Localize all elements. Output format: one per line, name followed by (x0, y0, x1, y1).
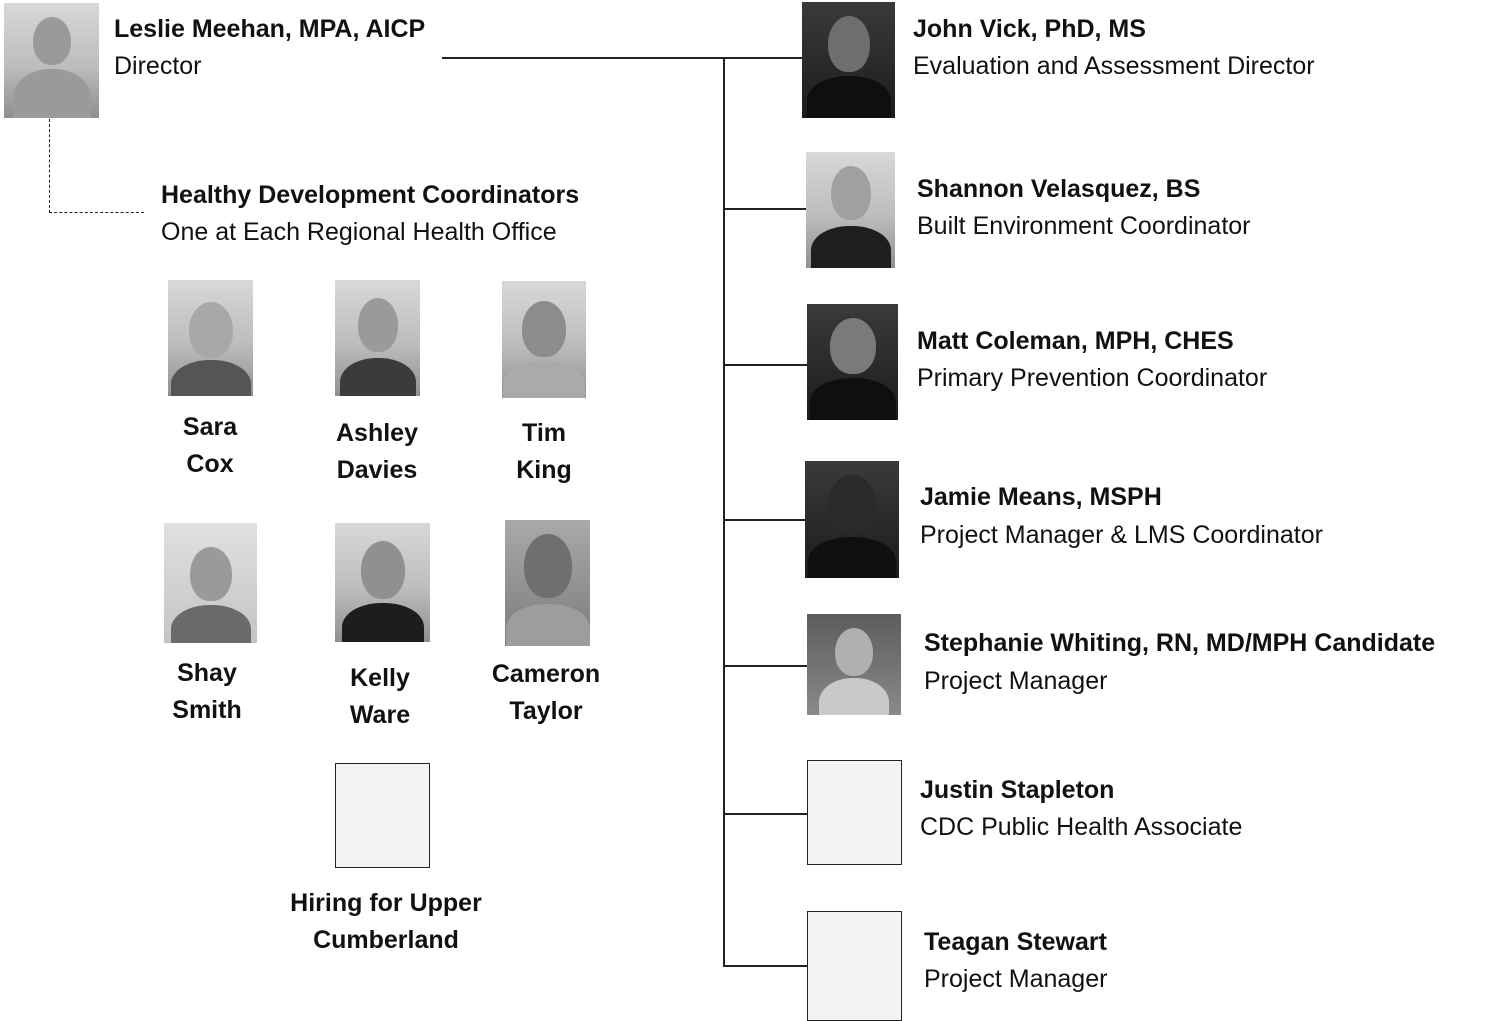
coordinator-name: Cameron Taylor (476, 656, 616, 730)
director-connector-line (442, 57, 802, 59)
coordinator-photo (335, 523, 430, 642)
staff-name: Teagan Stewart (924, 928, 1107, 956)
staff-photo (806, 152, 895, 268)
vacancy-label: Hiring for Upper Cumberland (256, 885, 516, 959)
coordinators-title: Healthy Development Coordinators (161, 181, 580, 209)
director-name: Leslie Meehan, MPA, AICP (114, 15, 426, 43)
coordinator-name: Shay Smith (147, 655, 267, 729)
staff-photo (807, 614, 901, 715)
staff-name: John Vick, PhD, MS (913, 15, 1146, 43)
staff-role: Project Manager (924, 667, 1108, 695)
staff-role: Project Manager (924, 965, 1108, 993)
staff-photo (807, 304, 898, 420)
staff-photo (802, 2, 895, 118)
staff-trunk-line (723, 57, 725, 966)
staff-branch-line (723, 965, 807, 967)
staff-name: Jamie Means, MSPH (920, 483, 1162, 511)
staff-role: Project Manager & LMS Coordinator (920, 521, 1323, 549)
staff-photo-placeholder (807, 911, 902, 1021)
coordinator-photo (505, 520, 590, 646)
coordinator-first-name: Cameron (491, 660, 601, 688)
staff-branch-line (723, 208, 807, 210)
coordinators-subtitle: One at Each Regional Health Office (161, 218, 557, 246)
staff-photo (805, 461, 899, 578)
staff-branch-line (723, 813, 807, 815)
coordinator-name: Kelly Ware (320, 660, 440, 734)
coordinator-last-name: King (516, 456, 572, 484)
staff-branch-line (723, 364, 807, 366)
coordinator-photo (502, 281, 586, 398)
staff-name: Shannon Velasquez, BS (917, 175, 1201, 203)
staff-role: Evaluation and Assessment Director (913, 52, 1315, 80)
coordinators-dashed-branch (49, 212, 144, 213)
staff-name: Justin Stapleton (920, 776, 1115, 804)
coordinator-first-name: Shay (177, 659, 237, 687)
staff-branch-line (723, 665, 807, 667)
coordinators-dashed-line (49, 119, 50, 213)
coordinator-name: Sara Cox (150, 409, 270, 483)
staff-name: Matt Coleman, MPH, CHES (917, 327, 1234, 355)
coordinator-last-name: Davies (336, 456, 418, 484)
coordinator-first-name: Kelly (350, 664, 410, 692)
vacancy-label-line2: Cumberland (313, 926, 459, 954)
director-role: Director (114, 52, 202, 80)
coordinator-photo (335, 280, 420, 396)
coordinator-last-name: Cox (186, 450, 234, 478)
coordinator-last-name: Smith (172, 696, 242, 724)
vacancy-photo-placeholder (335, 763, 430, 868)
coordinator-first-name: Tim (522, 419, 566, 447)
staff-photo-placeholder (807, 760, 902, 865)
staff-name: Stephanie Whiting, RN, MD/MPH Candidate (924, 629, 1436, 657)
coordinator-last-name: Taylor (509, 697, 583, 725)
staff-role: Primary Prevention Coordinator (917, 364, 1268, 392)
coordinator-first-name: Ashley (336, 419, 418, 447)
coordinator-name: Tim King (484, 415, 604, 489)
coordinator-last-name: Ware (349, 701, 411, 729)
vacancy-label-line1: Hiring for Upper (290, 889, 482, 917)
coordinator-photo (164, 523, 257, 643)
coordinator-first-name: Sara (182, 413, 238, 441)
staff-branch-line (723, 519, 807, 521)
director-photo (4, 3, 99, 118)
coordinator-photo (168, 280, 253, 396)
coordinator-name: Ashley Davies (317, 415, 437, 489)
staff-role: Built Environment Coordinator (917, 212, 1251, 240)
staff-role: CDC Public Health Associate (920, 813, 1243, 841)
